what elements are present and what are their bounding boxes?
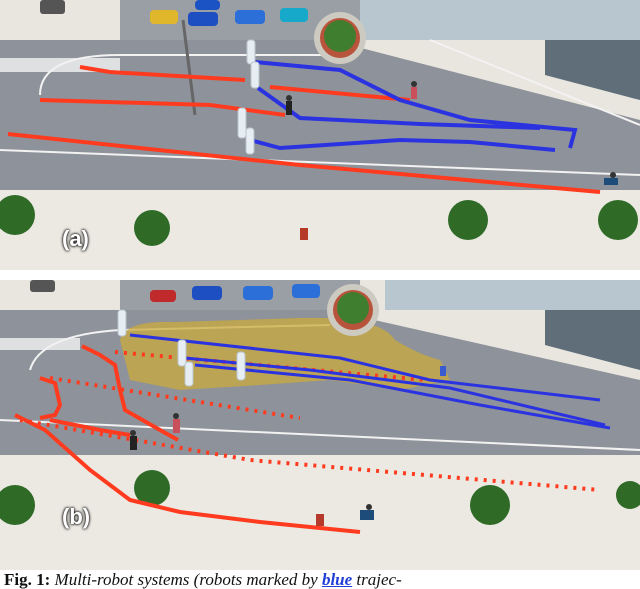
figure-caption: Fig. 1: Multi-robot systems (robots mark… xyxy=(4,571,640,589)
parked-cars xyxy=(40,0,308,26)
panel-a: (a) xyxy=(0,0,640,270)
robots-a xyxy=(237,39,260,155)
human-trajectories-b xyxy=(14,344,361,534)
panel-label-b: (b) xyxy=(62,504,91,529)
pedestrians-a xyxy=(286,81,618,240)
panel-b: (b) xyxy=(0,280,640,570)
pedestrians-b xyxy=(130,366,446,526)
human-trajectories-a xyxy=(7,65,601,194)
parked-cars xyxy=(30,280,320,302)
caption-text-after: trajec- xyxy=(356,571,402,589)
caption-text-before: Multi-robot systems (robots marked by xyxy=(54,571,318,589)
panel-label-a: (a) xyxy=(62,226,89,251)
scene-a xyxy=(0,0,640,270)
caption-highlight: blue xyxy=(321,571,353,589)
caption-fig-label: Fig. 1: xyxy=(4,571,51,589)
scene-b xyxy=(0,280,640,570)
crowd-region xyxy=(120,317,450,390)
robot-trajectories-b xyxy=(129,333,611,430)
robot-trajectories-a xyxy=(249,60,578,152)
robots-b xyxy=(117,309,246,387)
